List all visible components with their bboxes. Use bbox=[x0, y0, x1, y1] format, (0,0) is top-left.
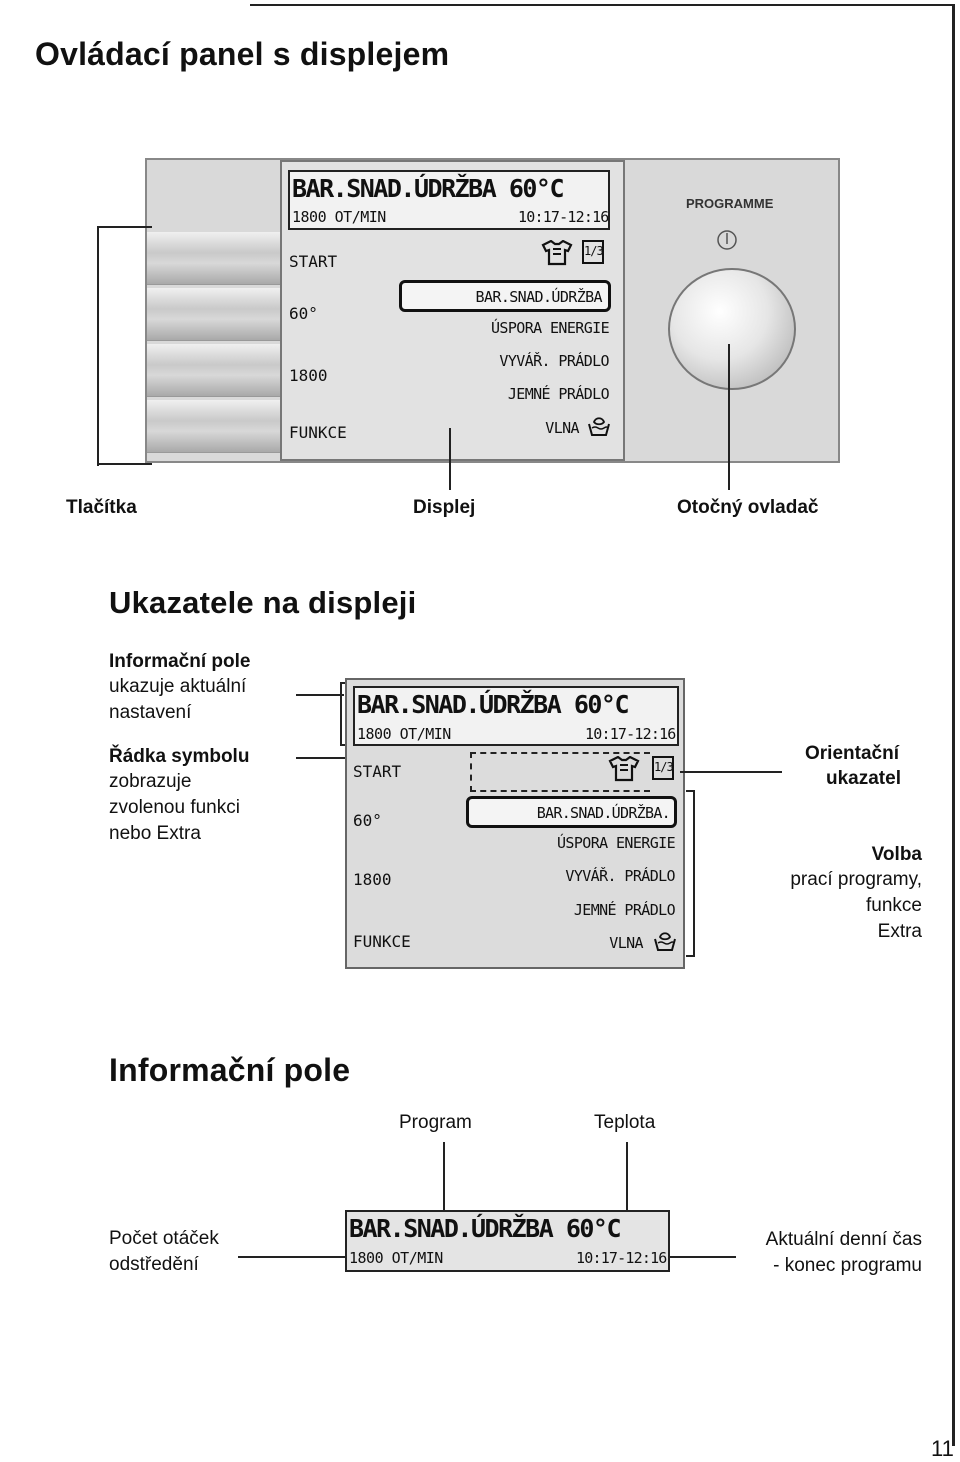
indicators-display: BAR.SNAD.ÚDRŽBA 60°C 1800 OT/MIN 10:17-1… bbox=[345, 678, 685, 969]
selection-text-3: Extra bbox=[877, 921, 922, 942]
panel-title: Ovládací panel s displejem bbox=[35, 36, 450, 72]
info-field-program-line: BAR.SNAD.ÚDRŽBA 60°C bbox=[349, 1214, 622, 1243]
panel-start: START bbox=[289, 252, 338, 271]
panel-selected-program[interactable]: BAR.SNAD.ÚDRŽBA bbox=[399, 280, 611, 312]
fraction-box: 1/3 bbox=[652, 756, 674, 780]
selection-text-2: funkce bbox=[866, 895, 922, 916]
info-field-text-1: ukazuje aktuální bbox=[109, 676, 247, 697]
indicators-start: START bbox=[353, 762, 402, 781]
selection-bracket-top bbox=[686, 790, 695, 792]
buttons-bracket-bottom bbox=[97, 463, 152, 465]
orientation-head-2: ukazatel bbox=[826, 768, 901, 789]
panel-funkce: FUNKCE bbox=[289, 423, 347, 442]
panel-program-item-4: JEMNÉ PRÁDLO bbox=[507, 385, 610, 403]
indicators-program-item-4: JEMNÉ PRÁDLO bbox=[573, 901, 676, 919]
selection-bracket bbox=[693, 790, 695, 957]
panel-button-3[interactable] bbox=[147, 344, 280, 397]
panel-program-item-5: VLNA bbox=[545, 419, 579, 437]
speed-label-1: Počet otáček bbox=[109, 1228, 219, 1249]
page-number: 11 bbox=[931, 1436, 954, 1461]
wool-wash-icon bbox=[588, 417, 610, 436]
wool-wash-icon bbox=[654, 932, 676, 951]
display-callout-line bbox=[449, 428, 451, 490]
info-field-bracket bbox=[340, 682, 342, 746]
dial-label: Otočný ovladač bbox=[677, 497, 819, 518]
time-label-1: Aktuální denní čas bbox=[765, 1229, 922, 1250]
time-label-2: - konec programu bbox=[773, 1255, 922, 1276]
symbol-row-text-1: zobrazuje bbox=[109, 771, 192, 792]
selection-text-1: prací programy, bbox=[790, 869, 922, 890]
indicators-program-item-3: VYVÁŘ. PRÁDLO bbox=[565, 867, 675, 885]
page-frame-top bbox=[250, 4, 955, 6]
speed-callout-line bbox=[238, 1256, 346, 1258]
panel-spin: 1800 bbox=[289, 366, 328, 385]
panel-temp: 60° bbox=[289, 304, 318, 323]
shirt-icon bbox=[608, 756, 640, 782]
program-callout-line bbox=[443, 1142, 445, 1210]
panel-program-item-2: ÚSPORA ENERGIE bbox=[490, 319, 610, 337]
temp-callout-line bbox=[626, 1142, 628, 1210]
temp-label: Teplota bbox=[594, 1112, 656, 1133]
indicators-fraction: 1/3 bbox=[654, 760, 674, 774]
symbol-row-text-2: zvolenou funkci bbox=[109, 797, 240, 818]
symbol-row-head: Řádka symbolu bbox=[109, 746, 250, 767]
time-callout-line bbox=[670, 1256, 736, 1258]
selection-head: Volba bbox=[871, 844, 922, 865]
selection-bracket-bottom bbox=[686, 955, 695, 957]
shirt-icon bbox=[541, 240, 573, 266]
page-frame-right bbox=[952, 6, 955, 1446]
indicators-program-item-5: VLNA bbox=[609, 934, 643, 952]
indicators-funkce: FUNKCE bbox=[353, 932, 411, 951]
info-field-text-2: nastavení bbox=[109, 702, 192, 723]
indicators-program-line: BAR.SNAD.ÚDRŽBA 60°C bbox=[357, 690, 630, 719]
info-field-head: Informační pole bbox=[109, 651, 251, 672]
panel-button-1[interactable] bbox=[147, 232, 280, 285]
indicators-time: 10:17-12:16 bbox=[585, 725, 676, 743]
power-icon bbox=[717, 230, 737, 250]
panel-program-item-3: VYVÁŘ. PRÁDLO bbox=[499, 352, 609, 370]
programme-label: PROGRAMME bbox=[686, 196, 774, 211]
info-field-speed: 1800 OT/MIN bbox=[349, 1249, 443, 1267]
info-field-time: 10:17-12:16 bbox=[576, 1249, 667, 1267]
panel-display: BAR.SNAD.ÚDRŽBA 60°C 1800 OT/MIN 10:17-1… bbox=[280, 160, 625, 461]
buttons-label: Tlačítka bbox=[66, 497, 137, 518]
indicators-temp: 60° bbox=[353, 811, 382, 830]
panel-button-2[interactable] bbox=[147, 288, 280, 341]
orientation-head-1: Orientační bbox=[805, 743, 899, 764]
dial-callout-line bbox=[728, 344, 730, 490]
speed-label-2: odstředění bbox=[109, 1254, 199, 1275]
panel-program-item-1: BAR.SNAD.ÚDRŽBA bbox=[475, 288, 603, 306]
program-label: Program bbox=[399, 1112, 472, 1133]
buttons-bracket bbox=[97, 226, 99, 466]
info-field-display: BAR.SNAD.ÚDRŽBA 60°C 1800 OT/MIN 10:17-1… bbox=[345, 1210, 670, 1272]
panel-button-4[interactable] bbox=[147, 400, 280, 453]
symbol-row-dashed-frame bbox=[470, 752, 650, 792]
panel-info-field: BAR.SNAD.ÚDRŽBA 60°C 1800 OT/MIN 10:17-1… bbox=[288, 170, 610, 230]
indicators-info-field: BAR.SNAD.ÚDRŽBA 60°C 1800 OT/MIN 10:17-1… bbox=[353, 686, 679, 746]
indicators-program-item-2: ÚSPORA ENERGIE bbox=[556, 834, 676, 852]
info-field-title: Informační pole bbox=[109, 1052, 351, 1088]
symbol-row-text-3: nebo Extra bbox=[109, 823, 201, 844]
buttons-bracket-top bbox=[97, 226, 152, 228]
panel-program-line: BAR.SNAD.ÚDRŽBA 60°C bbox=[292, 174, 565, 203]
panel-time: 10:17-12:16 bbox=[518, 208, 609, 226]
indicators-selected-program[interactable]: BAR.SNAD.ÚDRŽBA. bbox=[466, 796, 677, 828]
panel-fraction: 1/3 bbox=[584, 244, 604, 258]
indicators-speed: 1800 OT/MIN bbox=[357, 725, 451, 743]
program-dial[interactable] bbox=[668, 268, 796, 390]
panel-speed: 1800 OT/MIN bbox=[292, 208, 386, 226]
indicators-program-item-1: BAR.SNAD.ÚDRŽBA. bbox=[536, 804, 671, 822]
indicators-title: Ukazatele na displeji bbox=[109, 585, 417, 620]
control-panel: BAR.SNAD.ÚDRŽBA 60°C 1800 OT/MIN 10:17-1… bbox=[145, 158, 840, 463]
info-field-callout-line bbox=[296, 694, 344, 696]
indicators-spin: 1800 bbox=[353, 870, 392, 889]
display-label: Displej bbox=[413, 497, 476, 518]
orientation-callout-line bbox=[680, 771, 782, 773]
fraction-box: 1/3 bbox=[582, 240, 604, 264]
